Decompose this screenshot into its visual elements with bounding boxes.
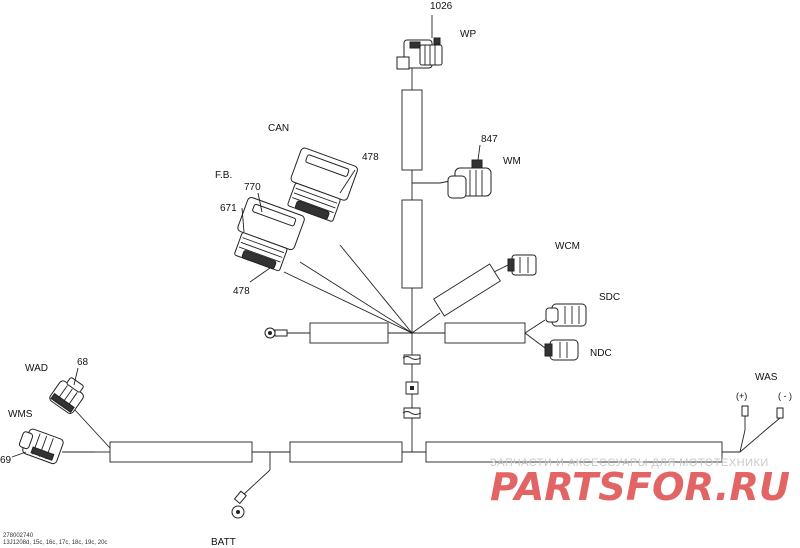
label-wcm: WCM <box>555 241 580 252</box>
ground-ring-terminal <box>264 327 288 339</box>
trunk-sleeve-middle <box>289 441 403 463</box>
sdc-connector <box>545 303 587 327</box>
ndc-connector <box>544 339 579 361</box>
label-wm: WM <box>503 156 521 167</box>
applicability-codes: 13J1208d, 15c, 16c, 17c, 18c, 19c, 20c <box>3 540 107 546</box>
batt-ring-terminal <box>231 452 271 519</box>
label-part-478-bottom: 478 <box>233 286 250 297</box>
label-part-1026: 1026 <box>430 1 453 12</box>
label-fb: F.B. <box>215 170 232 181</box>
sdc-ndc-branch-sleeve <box>444 322 526 344</box>
watermark-tagline: ЗАПЧАСТИ И АКСЕССУАРЫ ДЛЯ МОТОТЕХНИКИ <box>490 457 769 469</box>
trunk-sleeve-left <box>109 441 253 463</box>
wp-connector <box>396 15 443 70</box>
label-part-478-top: 478 <box>362 152 379 163</box>
label-part-671: 671 <box>220 203 237 214</box>
horizontal-trunk <box>95 440 740 463</box>
label-part-847: 847 <box>481 134 498 145</box>
fb-connector <box>234 196 305 272</box>
ground-branch-sleeve <box>309 322 389 344</box>
can-connector <box>287 147 358 222</box>
label-batt: BATT <box>211 537 236 548</box>
label-wp: WP <box>460 29 476 40</box>
was-terminals <box>739 405 784 453</box>
junction-branches <box>275 179 546 349</box>
label-part-68: 68 <box>77 357 89 368</box>
wcm-branch-sleeve <box>433 263 501 317</box>
label-sdc: SDC <box>599 292 620 303</box>
label-ndc: NDC <box>590 348 612 359</box>
label-wad: WAD <box>25 363 48 374</box>
label-part-770: 770 <box>244 182 261 193</box>
drawing-number: 278002740 <box>3 533 34 539</box>
label-was: WAS <box>755 372 778 383</box>
label-can: CAN <box>268 123 289 134</box>
label-wms: WMS <box>8 409 33 420</box>
label-part-69: 69 <box>0 455 12 466</box>
wm-connector <box>447 144 492 199</box>
vertical-trunk <box>401 65 423 440</box>
wms-connector <box>18 428 64 465</box>
wad-connector <box>49 377 84 414</box>
trunk-sleeve-upper <box>401 89 423 171</box>
watermark-logo: PARTSFOR.RU <box>490 465 790 509</box>
wcm-connector <box>507 254 537 276</box>
label-plus: (+) <box>736 391 747 401</box>
label-minus: ( - ) <box>778 391 792 401</box>
trunk-sleeve-lower <box>401 199 423 289</box>
